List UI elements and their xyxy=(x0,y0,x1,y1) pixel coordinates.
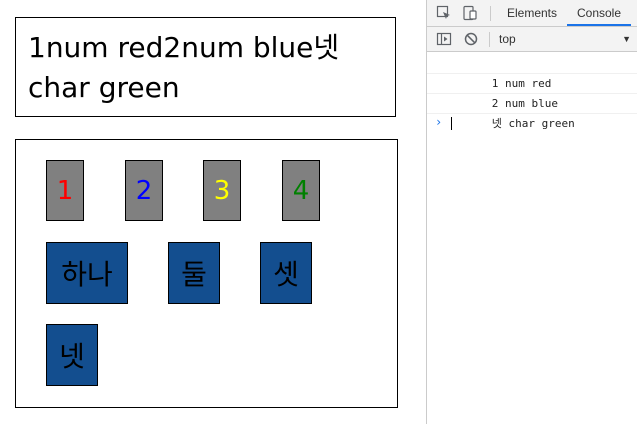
devtools-tabbar: Elements Console xyxy=(427,0,637,27)
console-log-text: 1 num red xyxy=(491,77,552,90)
console-log-text: 넷 char green xyxy=(491,117,575,130)
inspect-element-icon[interactable] xyxy=(436,5,452,21)
console-log-line: 1 num red xyxy=(427,54,637,90)
output-segment: 1num red xyxy=(28,31,164,64)
prompt-chevron-icon: › xyxy=(435,115,443,129)
devtools-panel: Elements Console top ▼ 1 num red xyxy=(426,0,637,424)
num-box-label: 3 xyxy=(213,175,231,206)
output-segment: char green xyxy=(28,71,180,104)
console-log-text: 2 num blue xyxy=(491,97,558,110)
output-segment: 넷 xyxy=(313,31,340,64)
num-box-label: 1 xyxy=(56,175,74,206)
tab-elements[interactable]: Elements xyxy=(499,0,565,26)
char-box-label: 셋 xyxy=(273,258,299,291)
char-box-label: 하나 xyxy=(61,258,113,291)
output-segment: 2num blue xyxy=(163,31,314,64)
char-box-4: 넷 xyxy=(46,324,98,386)
tabbar-separator xyxy=(490,6,491,21)
num-box-3: 3 xyxy=(203,160,241,221)
toolbar-separator xyxy=(489,32,490,47)
dropdown-arrow-icon: ▼ xyxy=(622,34,631,44)
text-caret xyxy=(451,117,452,130)
num-box-2: 2 xyxy=(125,160,163,221)
char-box-3: 셋 xyxy=(260,242,312,304)
num-box-1: 1 xyxy=(46,160,84,221)
num-box-4: 4 xyxy=(282,160,320,221)
console-log-line: 넷 char green xyxy=(427,94,637,130)
clear-console-icon[interactable] xyxy=(463,31,479,47)
char-box-label: 둘 xyxy=(181,258,207,291)
sidebar-toggle-icon[interactable] xyxy=(436,31,452,47)
num-box-label: 2 xyxy=(135,175,153,206)
tab-console[interactable]: Console xyxy=(567,0,631,26)
num-box-label: 4 xyxy=(292,175,310,206)
device-toolbar-icon[interactable] xyxy=(462,5,478,21)
context-selector[interactable]: top ▼ xyxy=(499,27,636,51)
char-box-1: 하나 xyxy=(46,242,128,304)
char-box-label: 넷 xyxy=(59,340,85,373)
boxes-container: 1 2 3 4 하나 둘 셋 넷 xyxy=(15,139,398,408)
console-output: 1 num red 2 num blue 넷 char green › xyxy=(427,52,637,134)
console-log-line: 2 num blue xyxy=(427,74,637,110)
console-prompt[interactable]: › xyxy=(427,114,637,134)
char-box-2: 둘 xyxy=(168,242,220,304)
tab-label: Console xyxy=(576,6,622,20)
console-toolbar: top ▼ xyxy=(427,27,637,52)
tab-label: Elements xyxy=(506,6,558,20)
context-label: top xyxy=(499,32,516,46)
output-text-box: 1num red2num blue넷 char green xyxy=(15,17,396,117)
